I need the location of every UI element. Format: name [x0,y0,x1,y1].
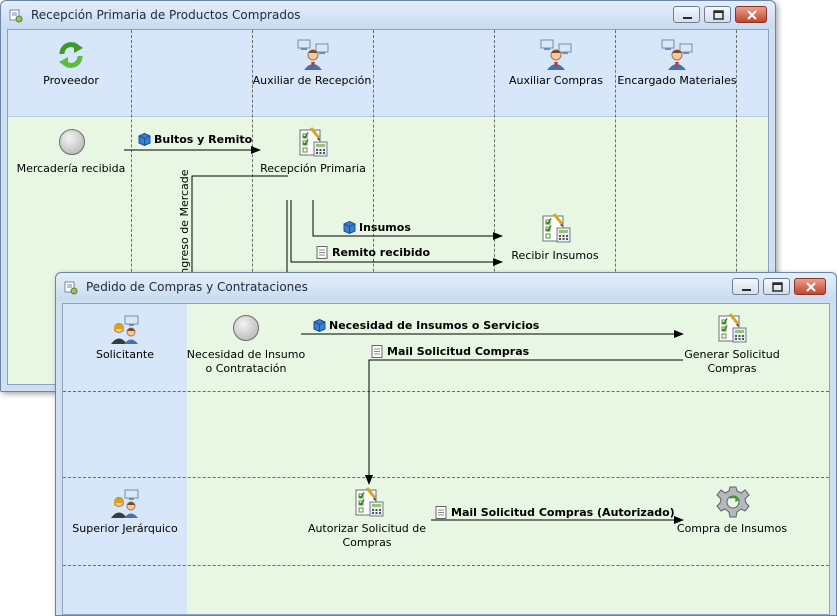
close-icon [747,10,757,20]
flow-label-bultos-remito: Bultos y Remito [154,133,253,146]
document-icon [435,506,447,519]
package-icon [138,133,151,146]
minimize-icon [683,17,692,19]
lane-separator [131,30,132,384]
close-button[interactable] [735,6,767,23]
maximize-icon [772,282,783,292]
node-label-recepcion-primaria: Recepción Primaria [260,162,366,175]
user-role-icon [297,39,329,70]
gear-icon[interactable] [716,485,750,519]
close-button[interactable] [794,278,826,295]
title-bar[interactable]: Pedido de Compras y Contrataciones [56,273,836,301]
node-label-autorizar-line1: Autorizar Solicitud de [307,522,427,535]
node-label-necesidad-line1: Necesidad de Insumo [186,348,306,361]
user-role-icon [540,39,572,70]
lane-header-band [8,30,768,116]
users-group-icon [111,489,139,518]
node-label-recibir-insumos: Recibir Insumos [511,249,599,262]
user-role-icon [661,39,693,70]
document-icon [316,246,328,259]
flow-label-necesidad-servicios: Necesidad de Insumos o Servicios [329,319,540,332]
minimize-button[interactable] [732,278,759,295]
minimize-icon [742,289,751,291]
lane-separator [736,30,737,384]
recycle-icon [59,42,83,68]
node-label-compra-insumos: Compra de Insumos [676,522,788,535]
title-bar[interactable]: Recepción Primaria de Productos Comprado… [1,1,775,29]
maximize-button[interactable] [704,6,731,23]
window-pedido-compras[interactable]: Pedido de Compras y Contrataciones Solic… [55,272,837,616]
lane-separator [63,565,829,566]
task-form-icon[interactable] [716,312,748,344]
diagram-icon [64,281,78,295]
node-label-generar-line2: Compras [707,362,757,375]
flow-label-insumos: Insumos [359,221,411,234]
node-label-mercaderia-recibida: Mercadería recibida [16,162,126,175]
lane-separator [63,391,829,392]
role-label-auxiliar-compras: Auxiliar Compras [508,74,604,87]
diagram-icon [9,9,23,23]
start-event-circle[interactable] [232,314,260,342]
document-icon [371,345,383,358]
close-icon [806,282,816,292]
flow-label-ingreso-mercaderia: Ingreso de Mercade [178,169,191,278]
package-icon [313,319,326,332]
node-label-necesidad-line2: o Contratación [205,362,287,375]
flow-label-mail-autorizado: Mail Solicitud Compras (Autorizado) [451,506,675,519]
window-title: Pedido de Compras y Contrataciones [86,280,308,294]
diagram-canvas[interactable]: Solicitante Superior Jerárquico Necesida… [62,303,830,615]
role-label-proveedor: Proveedor [43,74,99,87]
lane-separator [615,30,616,384]
lane-separator [63,477,829,478]
minimize-button[interactable] [673,6,700,23]
maximize-button[interactable] [763,278,790,295]
role-label-encargado-materiales: Encargado Materiales [617,74,737,87]
flow-label-mail-solicitud: Mail Solicitud Compras [387,345,530,358]
role-label-superior-jerarquico: Superior Jerárquico [72,522,178,535]
task-form-icon[interactable] [540,212,572,244]
lane-divider [8,116,768,117]
role-label-solicitante: Solicitante [95,348,155,361]
task-form-icon[interactable] [297,126,329,158]
role-label-auxiliar-recepcion: Auxiliar de Recepción [252,74,372,87]
package-icon [343,221,356,234]
flow-label-ingreso-mercaderia-wrap: Ingreso de Mercade [178,169,192,278]
maximize-icon [713,10,724,20]
node-label-generar-line1: Generar Solicitud [684,348,780,361]
node-label-autorizar-line2: Compras [342,536,392,549]
users-group-icon [111,315,139,344]
window-title: Recepción Primaria de Productos Comprado… [31,8,301,22]
start-event-circle[interactable] [58,128,86,156]
lane-header-column [63,304,187,614]
task-form-icon[interactable] [353,486,385,518]
flow-label-remito-recibido: Remito recibido [332,246,431,259]
